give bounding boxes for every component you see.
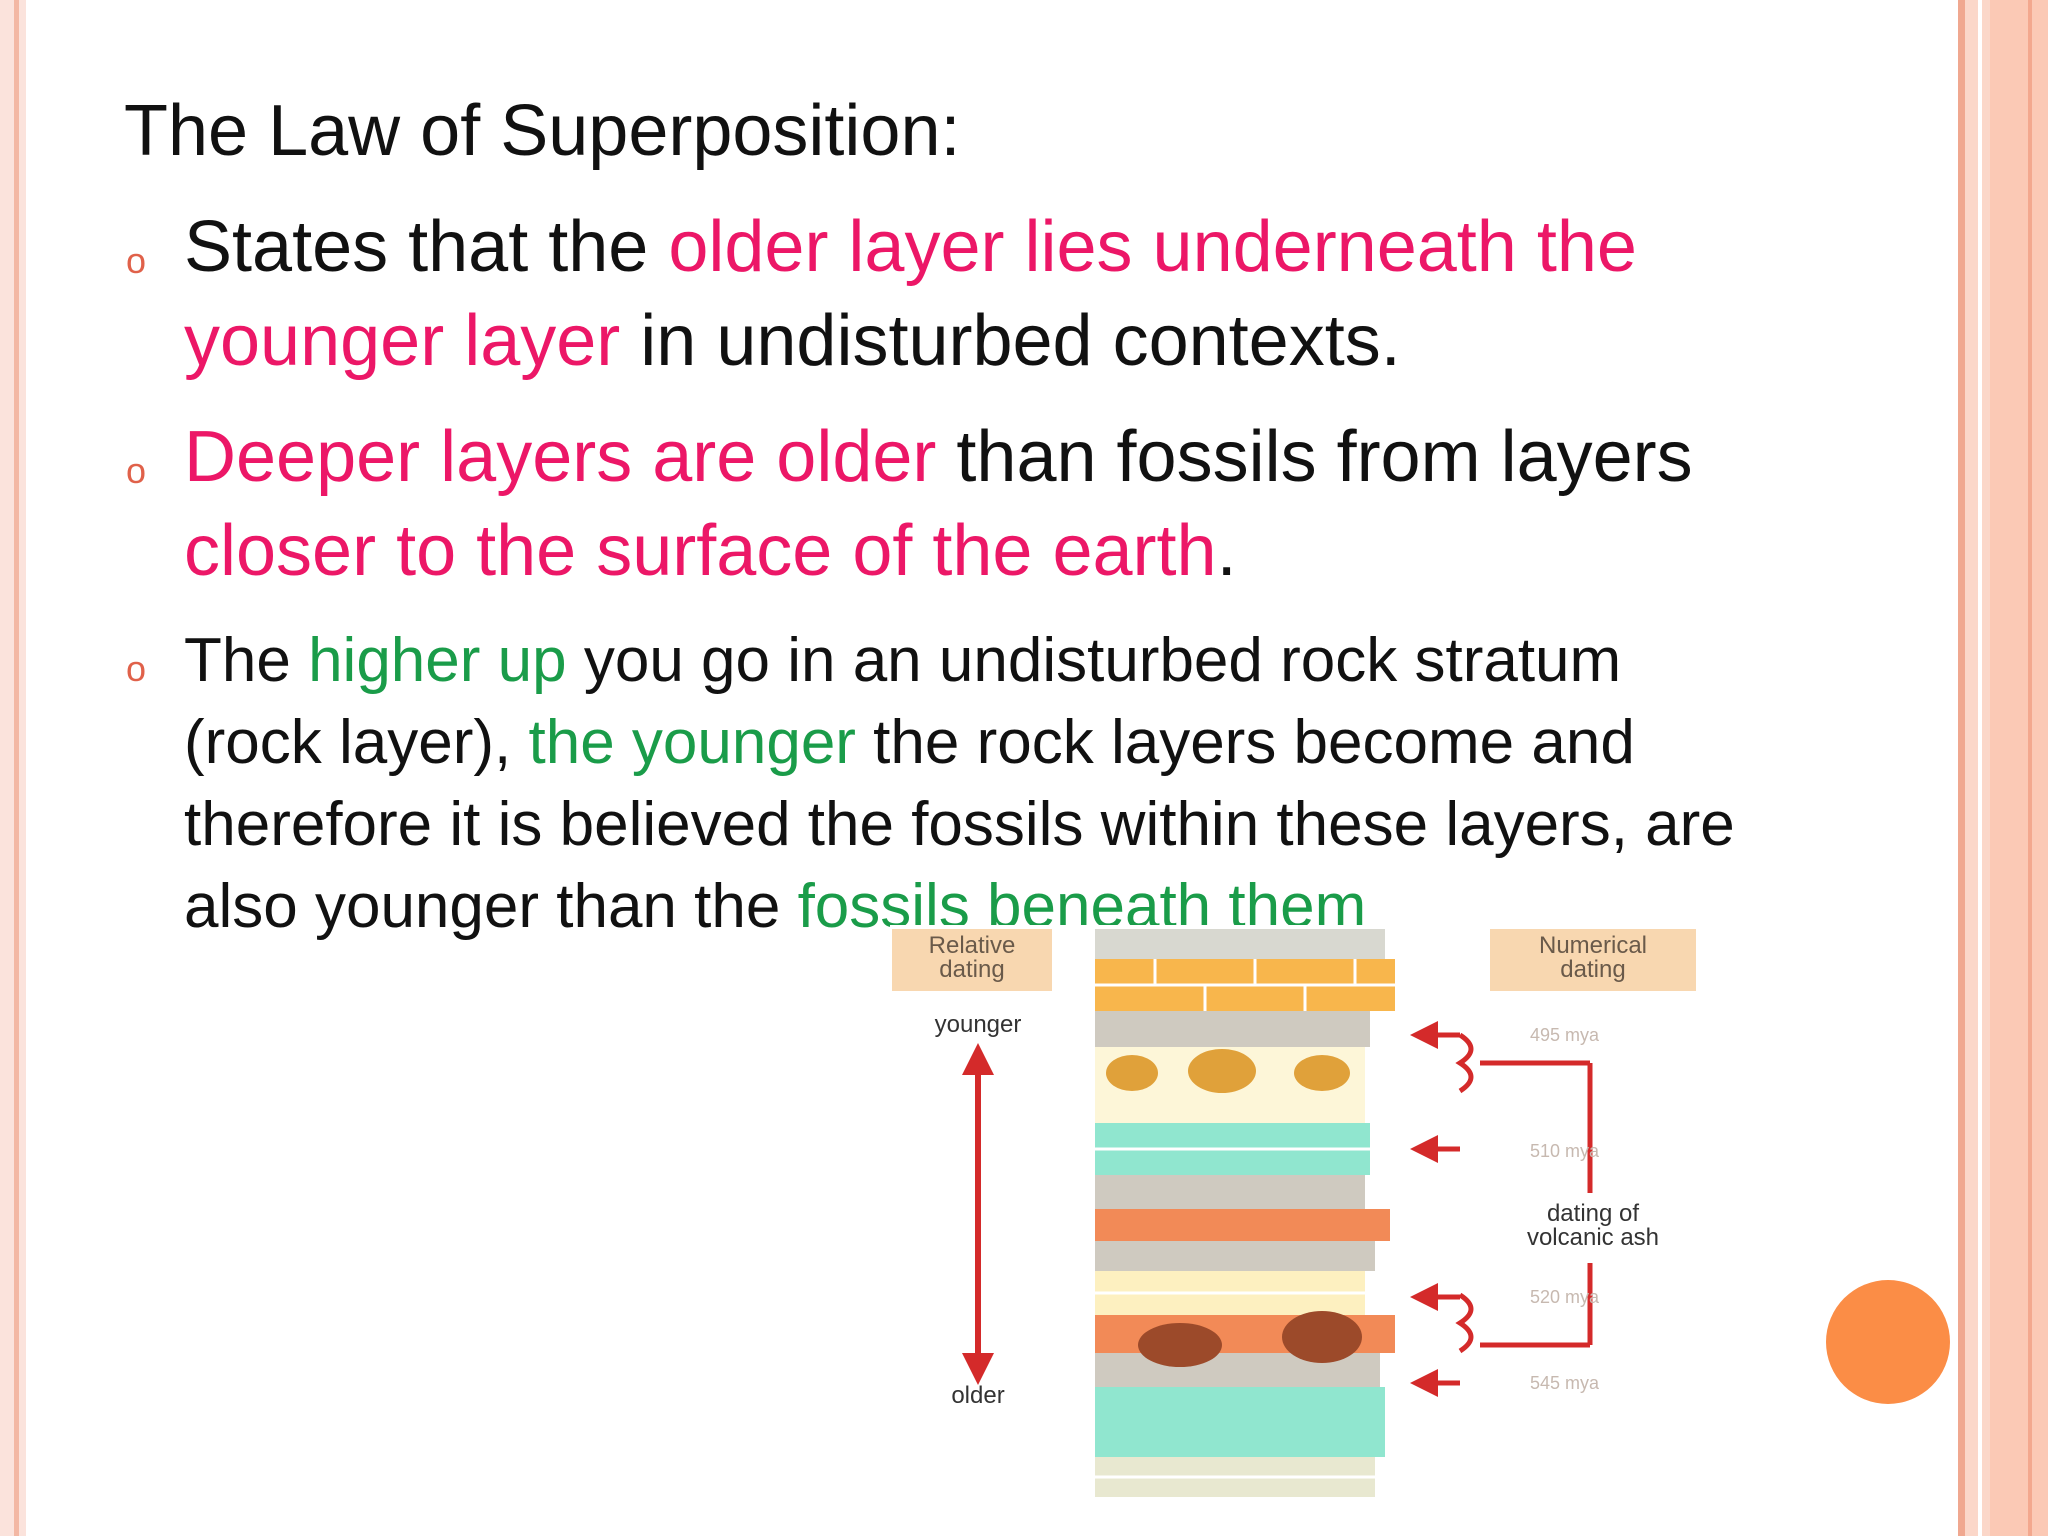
age-label: 495 mya	[1530, 1025, 1600, 1045]
slide-title: The Law of Superposition:	[124, 91, 961, 171]
bullet-marker: o	[126, 648, 147, 689]
bullet-3-highlight-2: the younger	[528, 708, 856, 777]
bullet-2-period: .	[1216, 511, 1237, 591]
frame-line	[1958, 0, 1965, 1536]
frame-line	[14, 0, 19, 1536]
fossil-icon	[1294, 1055, 1350, 1091]
double-arrow-icon	[962, 1043, 994, 1385]
slide-frame-left	[0, 0, 26, 1536]
trilobite-fossil-icon	[1138, 1323, 1222, 1367]
numerical-dating-box	[1490, 929, 1696, 991]
frame-line	[1978, 0, 1982, 1536]
age-label: 545 mya	[1530, 1373, 1600, 1393]
fossil-icon	[1106, 1055, 1158, 1091]
bullet-2-highlight-2: closer to the surface of the earth	[184, 511, 1217, 591]
younger-label: younger	[935, 1011, 1022, 1038]
bullet-3-text: The	[184, 626, 309, 695]
bullet-marker: o	[126, 450, 147, 491]
bullet-2: Deeper layers are older than fossils fro…	[184, 410, 1744, 598]
bullet-1-text-end: in undisturbed contexts.	[620, 301, 1401, 381]
bullet-marker: o	[126, 240, 147, 281]
older-label: older	[951, 1382, 1004, 1409]
trilobite-fossil-icon	[1282, 1311, 1362, 1363]
fossil-icon	[1188, 1049, 1256, 1093]
bullet-3-text-2: you go in an undisturbed rock stratum (r…	[184, 626, 1622, 777]
bullet-1-text: States that the	[184, 207, 669, 287]
decorative-orange-circle	[1826, 1280, 1950, 1404]
bullet-2-text: than fossils from layers	[936, 417, 1693, 497]
bullet-3-highlight: higher up	[308, 626, 567, 695]
bullet-1: States that the older layer lies underne…	[184, 200, 1744, 388]
relative-dating-box	[892, 929, 1052, 991]
frame-line	[2028, 0, 2032, 1536]
strata-column	[1095, 929, 1395, 1497]
age-label: 520 mya	[1530, 1287, 1600, 1307]
age-label: 510 mya	[1530, 1141, 1600, 1161]
slide-frame-right	[1958, 0, 2048, 1536]
bullet-1-highlight: older layer lies underneath the younger …	[184, 207, 1637, 381]
bullet-2-highlight: Deeper layers are older	[184, 417, 937, 497]
bullet-3: The higher up you go in an undisturbed r…	[184, 620, 1744, 948]
bullet-3-text-3: the rock layers become and therefore it …	[184, 708, 1735, 941]
frame-band	[1990, 0, 2048, 1536]
